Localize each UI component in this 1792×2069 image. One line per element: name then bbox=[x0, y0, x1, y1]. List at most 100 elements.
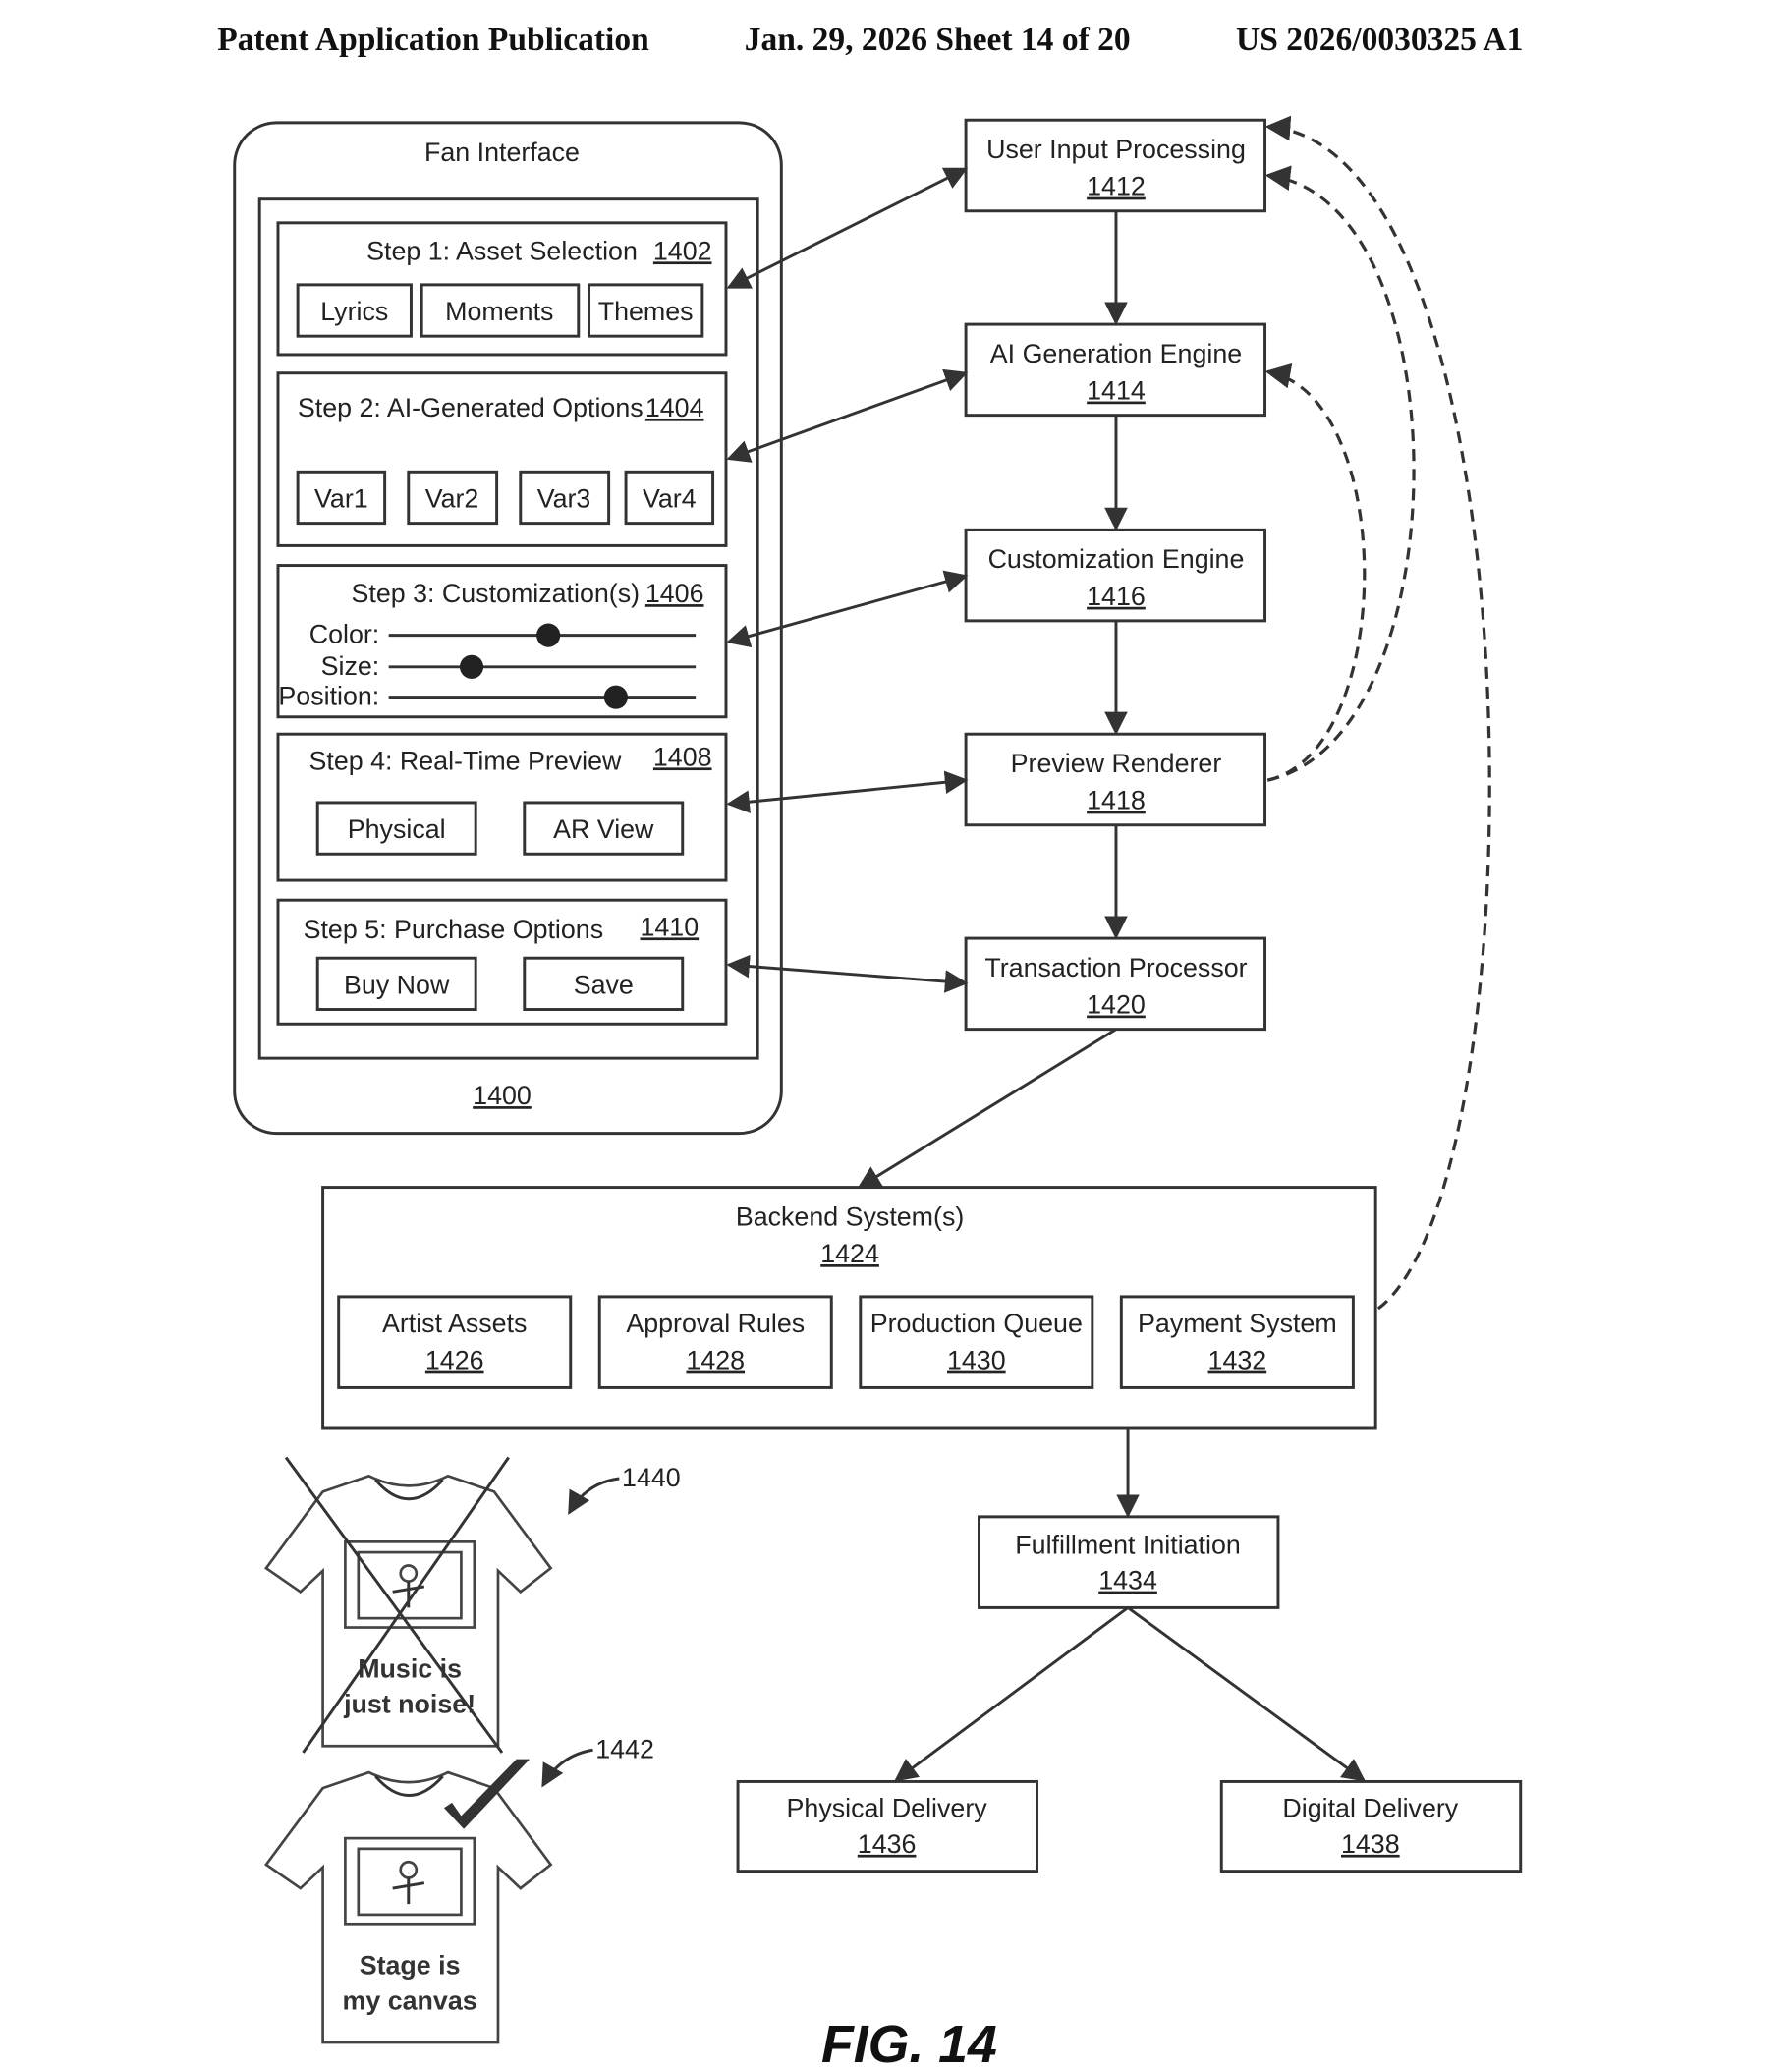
backend-production-queue: Production Queue 1430 bbox=[859, 1295, 1094, 1389]
svg-text:Var1: Var1 bbox=[314, 484, 368, 514]
shirt-ref: 1442 bbox=[595, 1734, 654, 1763]
step-customization: Step 3: Customization(s) 1406 Color:Size… bbox=[276, 564, 728, 719]
slider-knob[interactable] bbox=[459, 654, 484, 679]
box-label: User Input Processing bbox=[986, 135, 1246, 164]
svg-text:Approval Rules: Approval Rules bbox=[626, 1309, 805, 1338]
physical-button[interactable]: Physical bbox=[315, 801, 477, 856]
step-ref: 1402 bbox=[653, 236, 712, 265]
slider-label: Position: bbox=[278, 682, 379, 711]
box-ref: 1416 bbox=[1087, 582, 1146, 611]
slider-position[interactable]: Position: bbox=[278, 682, 697, 711]
feedback-arrows bbox=[1264, 115, 1491, 1311]
svg-text:AR View: AR View bbox=[553, 814, 654, 844]
svg-text:1434: 1434 bbox=[1098, 1566, 1157, 1595]
backend-systems: Backend System(s) 1424 Artist Assets 1426… bbox=[321, 1186, 1377, 1430]
slider-label: Color: bbox=[309, 620, 380, 649]
svg-text:my canvas: my canvas bbox=[343, 1985, 477, 2015]
box-label: AI Generation Engine bbox=[990, 339, 1242, 368]
step-title: Step 5: Purchase Options bbox=[304, 915, 604, 944]
fulfillment-initiation: Fulfillment Initiation 1434 bbox=[978, 1515, 1280, 1609]
svg-text:1436: 1436 bbox=[858, 1829, 917, 1859]
fan-interface-title: Fan Interface bbox=[424, 138, 580, 167]
step-title: Step 3: Customization(s) bbox=[351, 579, 640, 608]
backend-label: Backend System(s) bbox=[736, 1202, 964, 1231]
step-title: Step 4: Real-Time Preview bbox=[308, 746, 622, 775]
lyrics-button[interactable]: Lyrics bbox=[296, 283, 413, 338]
box-ref: 1420 bbox=[1087, 990, 1146, 1020]
backend-payment-system: Payment System 1432 bbox=[1119, 1295, 1355, 1389]
box-ref: 1414 bbox=[1087, 376, 1146, 406]
figure-label: FIG. 14 bbox=[821, 2015, 997, 2069]
svg-text:Production Queue: Production Queue bbox=[870, 1309, 1083, 1338]
slider-knob[interactable] bbox=[603, 685, 628, 709]
step-ref: 1406 bbox=[645, 579, 704, 608]
var2-button[interactable]: Var2 bbox=[407, 470, 499, 526]
backend-approval-rules: Approval Rules 1428 bbox=[597, 1295, 833, 1389]
svg-text:Lyrics: Lyrics bbox=[320, 297, 388, 326]
box-label: Preview Renderer bbox=[1011, 749, 1222, 778]
header-date-sheet: Jan. 29, 2026 Sheet 14 of 20 bbox=[745, 22, 1131, 58]
slider-label: Size: bbox=[321, 651, 380, 681]
svg-text:Stage is: Stage is bbox=[360, 1950, 461, 1980]
svg-text:Save: Save bbox=[574, 970, 634, 999]
transaction-backend-arrow bbox=[857, 1028, 1117, 1189]
slider-knob[interactable] bbox=[536, 623, 561, 647]
svg-text:1430: 1430 bbox=[947, 1346, 1006, 1375]
svg-text:Digital Delivery: Digital Delivery bbox=[1282, 1794, 1458, 1823]
backend-artist-assets: Artist Assets 1426 bbox=[337, 1295, 573, 1389]
buy-now-button[interactable]: Buy Now bbox=[315, 956, 477, 1011]
slider-size[interactable]: Size: bbox=[321, 651, 697, 681]
pipeline-preview-renderer: Preview Renderer 1418 bbox=[964, 732, 1267, 827]
step-ai-options: Step 2: AI-Generated Options 1404 Var1 V… bbox=[276, 371, 728, 547]
physical-delivery: Physical Delivery 1436 bbox=[736, 1779, 1038, 1873]
interface-pipeline-arrows bbox=[726, 167, 969, 993]
svg-text:Fulfillment Initiation: Fulfillment Initiation bbox=[1015, 1530, 1240, 1559]
digital-delivery-arrow bbox=[1127, 1606, 1367, 1782]
svg-text:Themes: Themes bbox=[598, 297, 694, 326]
svg-text:1428: 1428 bbox=[686, 1346, 745, 1375]
moments-button[interactable]: Moments bbox=[420, 283, 581, 338]
step-purchase: Step 5: Purchase Options 1410 Buy Now Sa… bbox=[276, 898, 728, 1026]
svg-text:just noise!: just noise! bbox=[343, 1690, 476, 1719]
backend-ref: 1424 bbox=[820, 1239, 879, 1268]
save-button[interactable]: Save bbox=[523, 956, 685, 1011]
svg-text:Physical Delivery: Physical Delivery bbox=[787, 1794, 988, 1823]
x-mark-icon bbox=[284, 1456, 510, 1754]
box-ref: 1418 bbox=[1087, 786, 1146, 815]
step-ref: 1408 bbox=[653, 742, 712, 771]
pipeline-ai-generation-engine: AI Generation Engine 1414 bbox=[964, 322, 1267, 418]
svg-text:Music is: Music is bbox=[358, 1653, 462, 1683]
themes-button[interactable]: Themes bbox=[588, 283, 704, 338]
check-mark-icon bbox=[443, 1759, 531, 1829]
svg-text:1438: 1438 bbox=[1341, 1829, 1400, 1859]
fan-interface-ref: 1400 bbox=[473, 1081, 532, 1110]
digital-delivery: Digital Delivery 1438 bbox=[1219, 1779, 1523, 1873]
var4-button[interactable]: Var4 bbox=[624, 470, 715, 526]
svg-text:1426: 1426 bbox=[425, 1346, 484, 1375]
svg-text:Artist Assets: Artist Assets bbox=[382, 1309, 528, 1338]
var3-button[interactable]: Var3 bbox=[519, 470, 611, 526]
step-ref: 1410 bbox=[640, 912, 699, 941]
svg-text:Var3: Var3 bbox=[537, 484, 591, 514]
step-ref: 1404 bbox=[645, 393, 704, 422]
box-label: Customization Engine bbox=[988, 544, 1245, 574]
slider-color[interactable]: Color: bbox=[309, 620, 697, 649]
header-publication-type: Patent Application Publication bbox=[217, 22, 649, 58]
physical-delivery-arrow bbox=[894, 1606, 1129, 1782]
svg-text:Var4: Var4 bbox=[643, 484, 697, 514]
step-preview: Step 4: Real-Time Preview 1408 Physical … bbox=[276, 732, 728, 882]
var1-button[interactable]: Var1 bbox=[296, 470, 387, 526]
svg-text:Var2: Var2 bbox=[425, 484, 479, 514]
step-title: Step 1: Asset Selection bbox=[366, 236, 638, 265]
step-title: Step 2: AI-Generated Options bbox=[298, 393, 644, 422]
fan-interface: Fan Interface 1400 Step 1: Asset Selecti… bbox=[233, 121, 783, 1136]
svg-text:Moments: Moments bbox=[445, 297, 553, 326]
box-label: Transaction Processor bbox=[984, 953, 1247, 982]
ar-view-button[interactable]: AR View bbox=[523, 801, 685, 856]
svg-text:Payment System: Payment System bbox=[1138, 1309, 1337, 1338]
svg-text:1432: 1432 bbox=[1208, 1346, 1267, 1375]
